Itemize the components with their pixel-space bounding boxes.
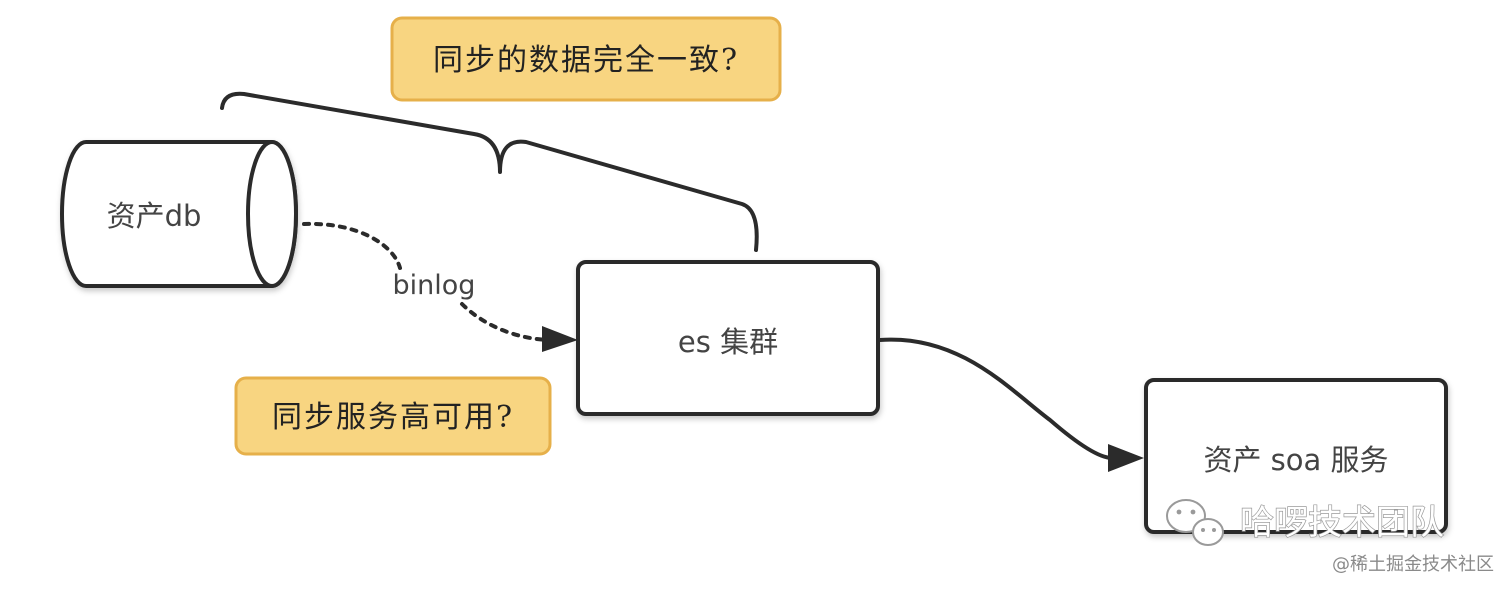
availability-callout: 同步服务高可用? bbox=[234, 376, 552, 456]
binlog-arrowhead bbox=[542, 326, 578, 352]
consistency-brace bbox=[220, 91, 759, 252]
soa-service-label: 资产 soa 服务 bbox=[1203, 443, 1388, 477]
database-node: 资产db bbox=[60, 140, 298, 288]
availability-callout-box bbox=[234, 376, 552, 456]
database-cylinder-end bbox=[246, 140, 298, 288]
watermark-team-name: 哈啰技术团队 bbox=[1240, 503, 1444, 543]
consistency-callout-box bbox=[390, 16, 782, 102]
binlog-label: binlog bbox=[393, 270, 476, 301]
soa-service-box bbox=[1144, 378, 1448, 534]
es-cluster-node: es 集群 bbox=[576, 260, 880, 416]
wechat-icon bbox=[1166, 499, 1224, 546]
consistency-callout-text: 同步的数据完全一致? bbox=[433, 43, 739, 78]
availability-callout-text: 同步服务高可用? bbox=[272, 400, 514, 435]
es-cluster-box bbox=[576, 260, 880, 416]
binlog-dashed-line bbox=[302, 221, 550, 342]
es-to-soa-edge bbox=[878, 337, 1144, 472]
soa-service-node: 资产 soa 服务 bbox=[1144, 378, 1448, 534]
watermark: 哈啰技术团队 @稀土掘金技术社区 bbox=[1166, 499, 1494, 575]
database-label: 资产db bbox=[107, 199, 202, 233]
consistency-callout: 同步的数据完全一致? bbox=[390, 16, 782, 102]
watermark-platform: @稀土掘金技术社区 bbox=[1332, 554, 1494, 575]
binlog-edge: binlog bbox=[302, 221, 578, 352]
es-to-soa-arrowhead bbox=[1108, 444, 1144, 472]
es-to-soa-line bbox=[878, 337, 1114, 460]
es-cluster-label: es 集群 bbox=[678, 325, 778, 359]
